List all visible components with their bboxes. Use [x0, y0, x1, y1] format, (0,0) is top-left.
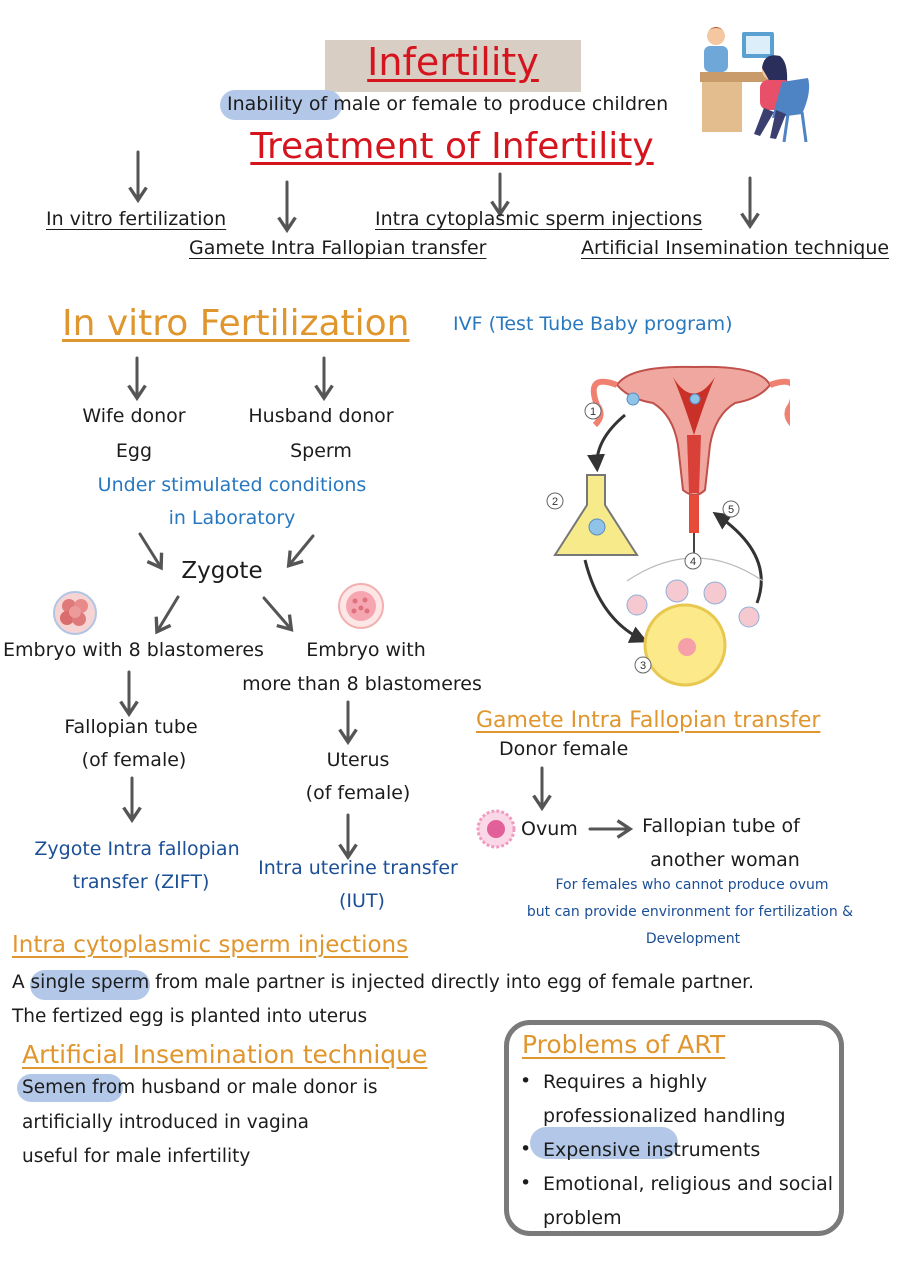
embryo-many-cell-icon [338, 583, 384, 629]
arrow-diagonal-icon [286, 534, 315, 568]
wife-donor-label: Wife donor [82, 405, 186, 427]
fallopian-sub: (of female) [81, 749, 187, 771]
ai-line-2: artificially introduced in vagina [22, 1112, 310, 1133]
iut-line-2: (IUT) [339, 890, 385, 912]
gift-donor-label: Donor female [499, 738, 629, 760]
iut-line-1: Intra uterine transfer [258, 857, 458, 879]
figure-label-4: 4 [690, 556, 696, 568]
figure-label-2: 2 [552, 496, 558, 508]
highlight-mark [17, 1074, 123, 1102]
arrow-diagonal-icon [154, 595, 180, 635]
ai-heading: Artificial Insemination technique [22, 1040, 428, 1069]
gift-target-line-2: another woman [650, 849, 800, 871]
problem-bullet-icon: • [520, 1172, 532, 1194]
husband-donor-label: Husband donor [248, 405, 394, 427]
arrow-diagonal-icon [262, 596, 294, 632]
conditions-line-1: Under stimulated conditions [97, 474, 367, 496]
definition-text: Inability of male or female to produce c… [227, 93, 669, 115]
ivf-process-figure: 1 2 3 4 5 [546, 365, 790, 687]
problem-item-3-line-1: Emotional, religious and social [543, 1173, 834, 1195]
problem-item-3-line-2: problem [543, 1207, 622, 1229]
ai-line-1: Semen from husband or male donor is [22, 1077, 378, 1098]
uterus-sub: (of female) [305, 782, 411, 804]
problems-heading: Problems of ART [522, 1030, 726, 1059]
embryo-more-line-1: Embryo with [306, 639, 426, 661]
problem-item-2: Expensive instruments [543, 1139, 761, 1161]
gift-target-line-1: Fallopian tube of [642, 815, 800, 837]
highlight-mark [530, 1127, 678, 1159]
ovum-icon [476, 809, 516, 849]
doctor-patient-illustration [700, 27, 810, 143]
ivf-alias: IVF (Test Tube Baby program) [453, 313, 733, 335]
page-title: Infertility [367, 40, 539, 84]
problem-item-1-line-1: Requires a highly [543, 1071, 708, 1093]
embryo-more-line-2: more than 8 blastomeres [242, 673, 482, 695]
zygote-label: Zygote [181, 558, 263, 584]
icsi-line-1: A single sperm from male partner is inje… [12, 972, 754, 993]
treatment-title: Treatment of Infertility [250, 126, 654, 167]
highlight-mark [220, 90, 342, 120]
ovum-label: Ovum [521, 818, 578, 840]
figure-label-5: 5 [728, 504, 734, 516]
figure-label-1: 1 [590, 406, 596, 418]
egg-label: Egg [115, 440, 153, 462]
title-banner [325, 40, 581, 92]
figure-label-3: 3 [640, 660, 646, 672]
ai-line-3: useful for male infertility [22, 1146, 251, 1167]
icsi-heading: Intra cytoplasmic sperm injections [12, 932, 409, 958]
problem-bullet-icon: • [520, 1138, 532, 1160]
problems-box [504, 1020, 844, 1236]
treatment-gift-link[interactable]: Gamete Intra Fallopian transfer [189, 237, 487, 259]
problem-bullet-icon: • [520, 1070, 532, 1092]
problem-item-1-line-2: professionalized handling [543, 1105, 786, 1127]
gift-note-line-1: For females who cannot produce ovum [555, 877, 829, 893]
fallopian-label: Fallopian tube [64, 716, 198, 738]
icsi-line-2: The fertized egg is planted into uterus [12, 1006, 368, 1027]
sperm-label: Sperm [290, 440, 352, 462]
highlight-mark [30, 970, 150, 1000]
embryo-8-cell-icon [53, 591, 97, 635]
conditions-line-2: in Laboratory [168, 507, 296, 529]
ivf-heading: In vitro Fertilization [62, 303, 410, 344]
gift-note-line-2: but can provide environment for fertiliz… [526, 904, 854, 920]
treatment-icsi-link[interactable]: Intra cytoplasmic sperm injections [375, 208, 703, 230]
zift-line-2: transfer (ZIFT) [72, 871, 210, 893]
gift-heading: Gamete Intra Fallopian transfer [476, 708, 821, 733]
treatment-ivf-link[interactable]: In vitro fertilization [46, 208, 227, 230]
embryo-8-label: Embryo with 8 blastomeres [3, 639, 264, 661]
uterus-label: Uterus [326, 749, 390, 771]
zift-line-1: Zygote Intra fallopian [34, 838, 240, 860]
arrow-diagonal-icon [138, 532, 164, 571]
treatment-ai-link[interactable]: Artificial Insemination technique [581, 237, 890, 259]
gift-note-line-3: Development [645, 931, 741, 947]
